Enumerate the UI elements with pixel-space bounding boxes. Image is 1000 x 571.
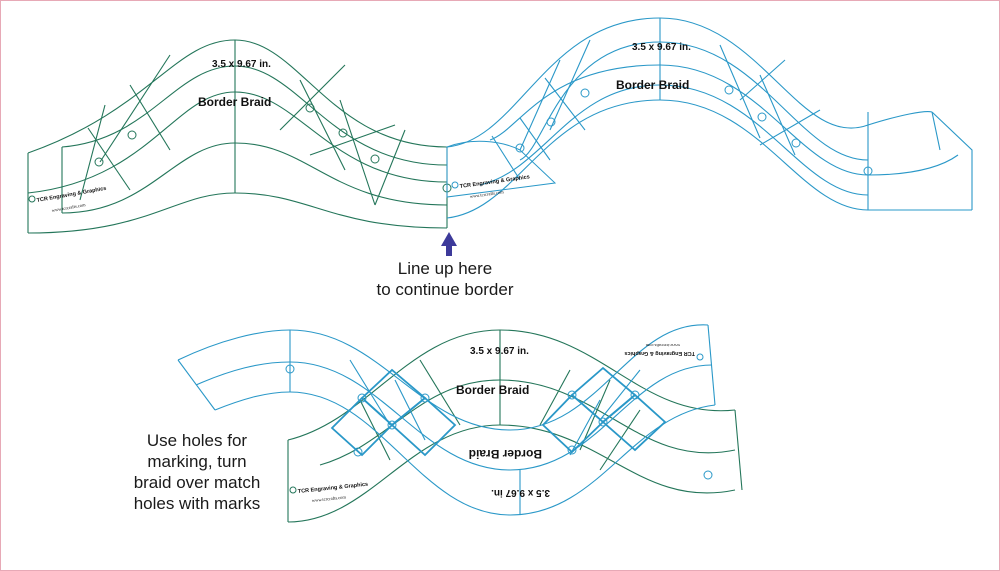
bottom-green-size-label: 3.5 x 9.67 in. bbox=[470, 346, 529, 357]
use-holes-caption-line-3: braid over match bbox=[133, 473, 261, 492]
top-blue-size-label: 3.5 x 9.67 in. bbox=[632, 42, 691, 53]
line-up-caption-line-2: to continue border bbox=[376, 280, 514, 299]
bottom-blue-url-label: www.tcrcrafts.com bbox=[645, 343, 680, 348]
top-green-url-label: www.tcrcrafts.com bbox=[51, 202, 86, 213]
up-arrow-icon bbox=[441, 232, 457, 256]
top-blue-junction-notch bbox=[446, 140, 557, 198]
bottom-blue-size-label: 3.5 x 9.67 in. bbox=[491, 487, 550, 498]
line-up-caption-line-1: Line up here bbox=[397, 259, 493, 278]
top-green-logo-icon bbox=[28, 195, 36, 203]
line-up-caption: Line up here to continue border bbox=[345, 258, 545, 300]
use-holes-caption: Use holes for marking, turn braid over m… bbox=[112, 430, 282, 514]
top-green-template bbox=[27, 39, 448, 234]
bottom-blue-logo-label: TCR Engraving & Graphics bbox=[624, 350, 695, 356]
bottom-green-url-label: www.tcrcrafts.com bbox=[312, 494, 347, 503]
bottom-green-logo-icon bbox=[289, 486, 297, 494]
bottom-blue-template bbox=[177, 324, 716, 516]
bottom-lattice bbox=[330, 366, 667, 457]
use-holes-caption-line-2: marking, turn bbox=[147, 452, 247, 471]
top-blue-name-label: Border Braid bbox=[616, 78, 689, 92]
top-green-size-label: 3.5 x 9.67 in. bbox=[212, 59, 271, 70]
top-blue-url-label: www.tcrcrafts.com bbox=[469, 189, 504, 199]
top-blue-holes bbox=[515, 85, 873, 176]
bottom-blue-logo-icon bbox=[696, 353, 704, 361]
top-blue-logo-icon bbox=[451, 181, 459, 189]
use-holes-caption-line-4: holes with marks bbox=[133, 494, 261, 513]
top-green-name-label: Border Braid bbox=[198, 95, 271, 109]
bottom-blue-name-label: Border Braid bbox=[469, 447, 542, 461]
top-blue-template bbox=[446, 17, 973, 219]
bottom-green-name-label: Border Braid bbox=[456, 383, 529, 397]
bottom-green-template bbox=[287, 329, 743, 523]
use-holes-caption-line-1: Use holes for bbox=[146, 431, 248, 450]
bottom-holes bbox=[285, 364, 713, 480]
top-green-holes bbox=[94, 103, 452, 193]
